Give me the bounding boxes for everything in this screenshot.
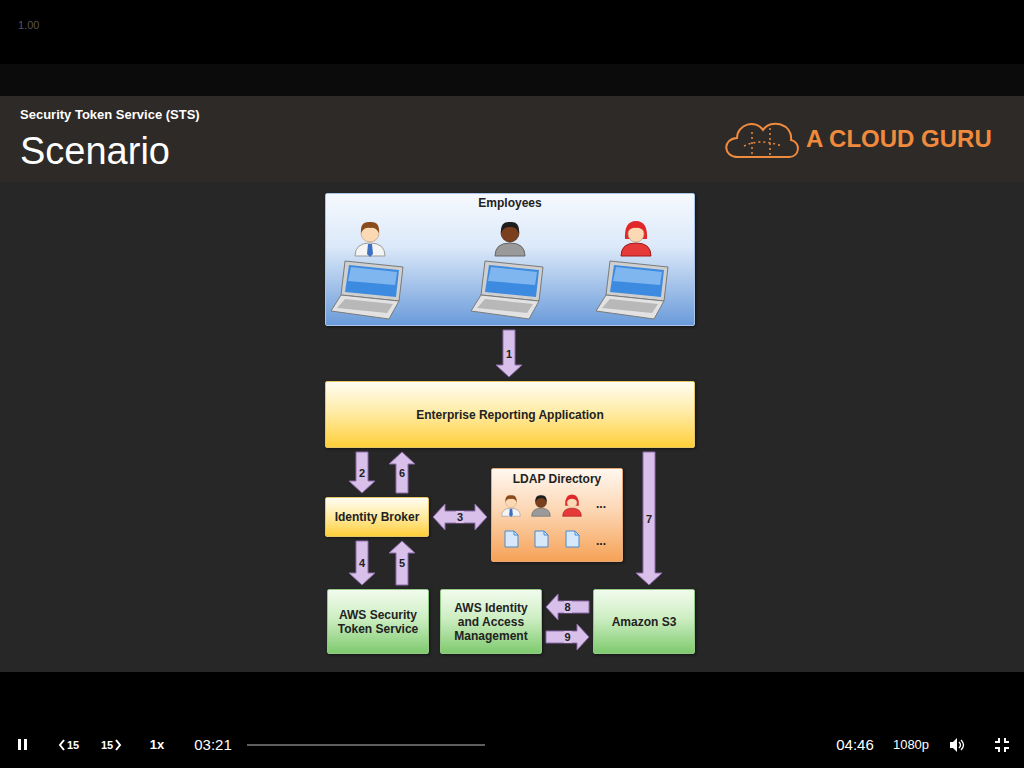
ellipsis-mark: ... [596,497,606,511]
cloud-logo [726,124,798,157]
skip-back: 15 [67,739,79,752]
skip-forward: 15 [101,739,113,752]
employees-illustration [326,194,694,325]
volume-icon [950,738,964,752]
total-time: 04:46 [836,736,874,753]
callout-number: 3 [456,511,464,523]
brand-logo: A CLOUD GURU [806,125,992,153]
pause-icon [18,739,27,750]
callout-number: 1 [505,348,513,360]
service-box: AWS Identity and Access Management [440,589,542,654]
group-panel: Employees [325,193,695,326]
block-arrow [349,541,375,585]
service-box: Amazon S3 [593,589,695,654]
block-arrow [349,452,375,493]
node-label: Enterprise Reporting Application [416,408,604,422]
block-arrow [546,594,589,620]
node-label: AWS Security Token Service [332,608,424,636]
node-label: LDAP Directory [513,472,601,486]
speed-indicator: 1.00 [18,19,39,32]
process-box: Identity Broker [325,497,429,537]
directory-box: LDAP Directory...... [491,468,623,562]
block-arrow [496,330,522,377]
exit-fullscreen-icon [995,738,1009,752]
elapsed-time: 03:21 [194,736,232,753]
back-chevron [60,740,64,750]
video-band [0,64,1024,96]
slide-title: Scenario [20,130,170,174]
top-bar [0,0,1024,64]
node-label: AWS Identity and Access Management [445,601,537,643]
node-label: Amazon S3 [612,615,677,629]
block-arrow [389,541,415,585]
block-arrow [433,504,487,530]
service-box: AWS Security Token Service [327,589,429,654]
callout-number: 4 [358,557,366,569]
block-arrow [546,624,589,650]
callout-number: 8 [563,601,571,613]
block-arrow [389,452,415,493]
callout-number: 2 [358,467,366,479]
process-box: Enterprise Reporting Application [325,381,695,448]
playback-speed: 1x [150,738,164,753]
section-heading: Security Token Service (STS) [20,108,200,123]
callout-number: 5 [398,557,406,569]
callout-number: 9 [563,631,571,643]
block-arrow [636,452,662,585]
node-label: Employees [478,196,541,210]
forward-chevron [116,740,120,750]
ellipsis-mark: ... [596,534,606,548]
node-label: Identity Broker [335,510,420,524]
progress-bar [247,745,485,746]
callout-number: 6 [398,467,406,479]
quality-setting: 1080p [893,738,929,753]
callout-number: 7 [645,513,653,525]
player-bar [0,672,1024,768]
